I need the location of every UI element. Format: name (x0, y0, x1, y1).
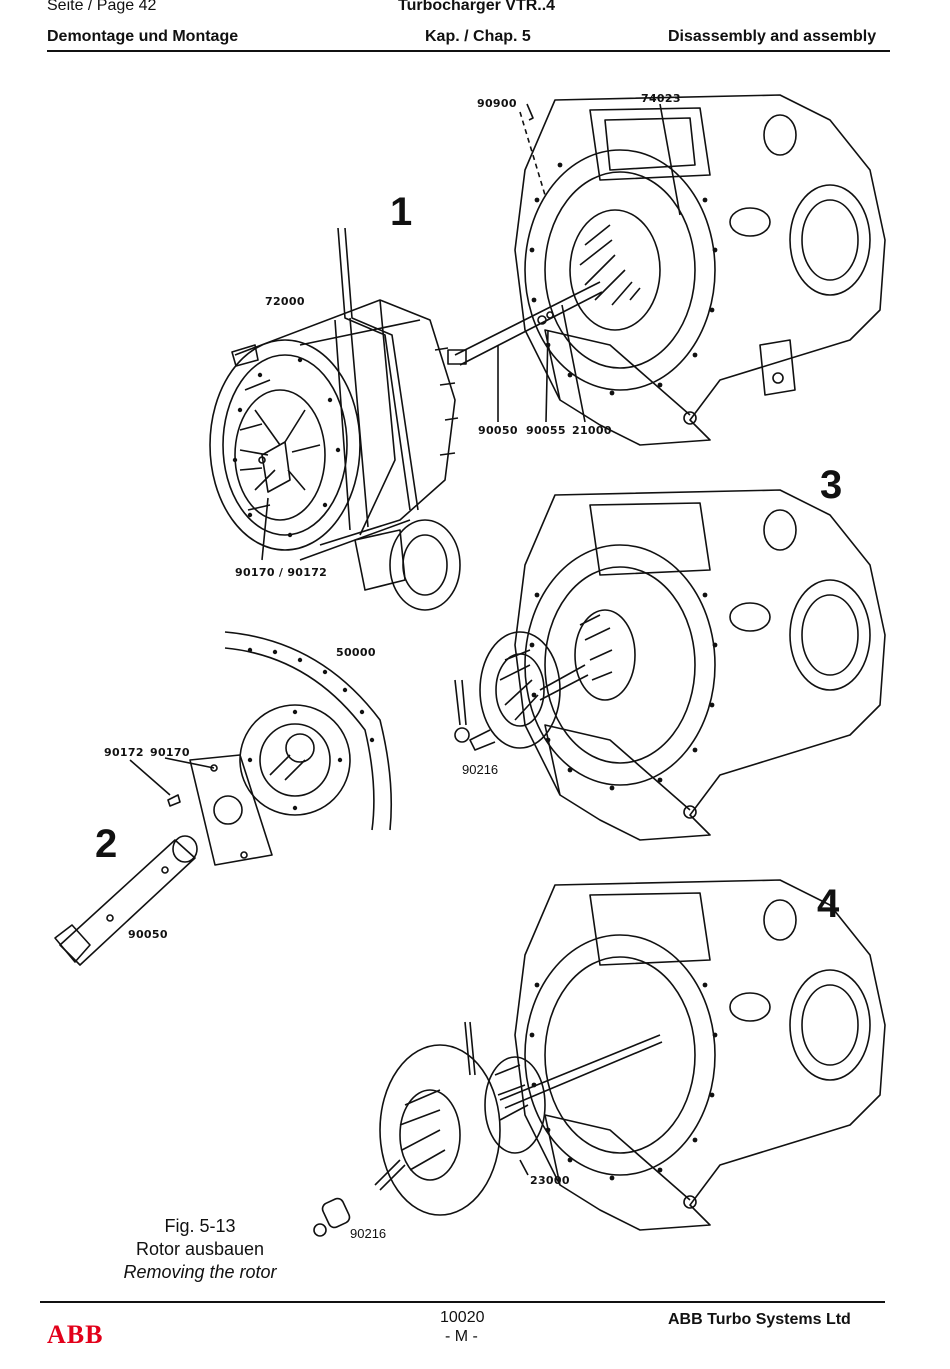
part-label: 90170 / 90172 (235, 566, 328, 579)
silencer-assembly (209, 227, 461, 611)
chapter-title-de: Demontage und Montage (47, 28, 239, 45)
part-label: 90170 (150, 746, 190, 759)
revision-index: - M - (445, 1328, 478, 1345)
part-label: 21000 (572, 424, 612, 437)
header-rule (47, 50, 890, 52)
chapter-number: Kap. / Chap. 5 (425, 28, 531, 45)
product-title: Turbocharger VTR..4 (398, 0, 556, 14)
casing-view-3 (454, 489, 886, 841)
detail-view-2 (54, 631, 393, 966)
part-label: 72000 (265, 295, 305, 308)
part-label: 23000 (530, 1174, 570, 1187)
part-label: 90050 (128, 928, 168, 941)
step-number-2: 2 (95, 822, 118, 866)
step-number-4: 4 (817, 882, 840, 926)
part-label: 50000 (336, 646, 376, 659)
part-label: 90172 (104, 746, 144, 759)
casing-view-1 (447, 94, 886, 446)
chapter-title-en: Disassembly and assembly (668, 28, 877, 45)
plate-90170 (189, 754, 273, 866)
figure-caption-en: Removing the rotor (123, 1262, 277, 1282)
company-name: ABB Turbo Systems Ltd (668, 1311, 851, 1328)
step-number-3: 3 (820, 463, 843, 507)
part-label: 90216 (350, 1226, 387, 1241)
part-label: 90055 (526, 424, 566, 437)
abb-logo: ABB (47, 1320, 104, 1349)
casing-view-4 (313, 879, 886, 1237)
step-number-1: 1 (390, 190, 413, 234)
page-number: Seite / Page 42 (47, 0, 157, 14)
part-label: 90050 (478, 424, 518, 437)
part-label: 90216 (462, 762, 499, 777)
part-label: 90900 (477, 97, 517, 110)
figure-number: Fig. 5-13 (164, 1216, 236, 1236)
part-label: 74023 (641, 92, 681, 105)
document-number: 10020 (440, 1309, 485, 1326)
footer-rule (40, 1301, 885, 1303)
figure-caption-de: Rotor ausbauen (135, 1239, 265, 1259)
